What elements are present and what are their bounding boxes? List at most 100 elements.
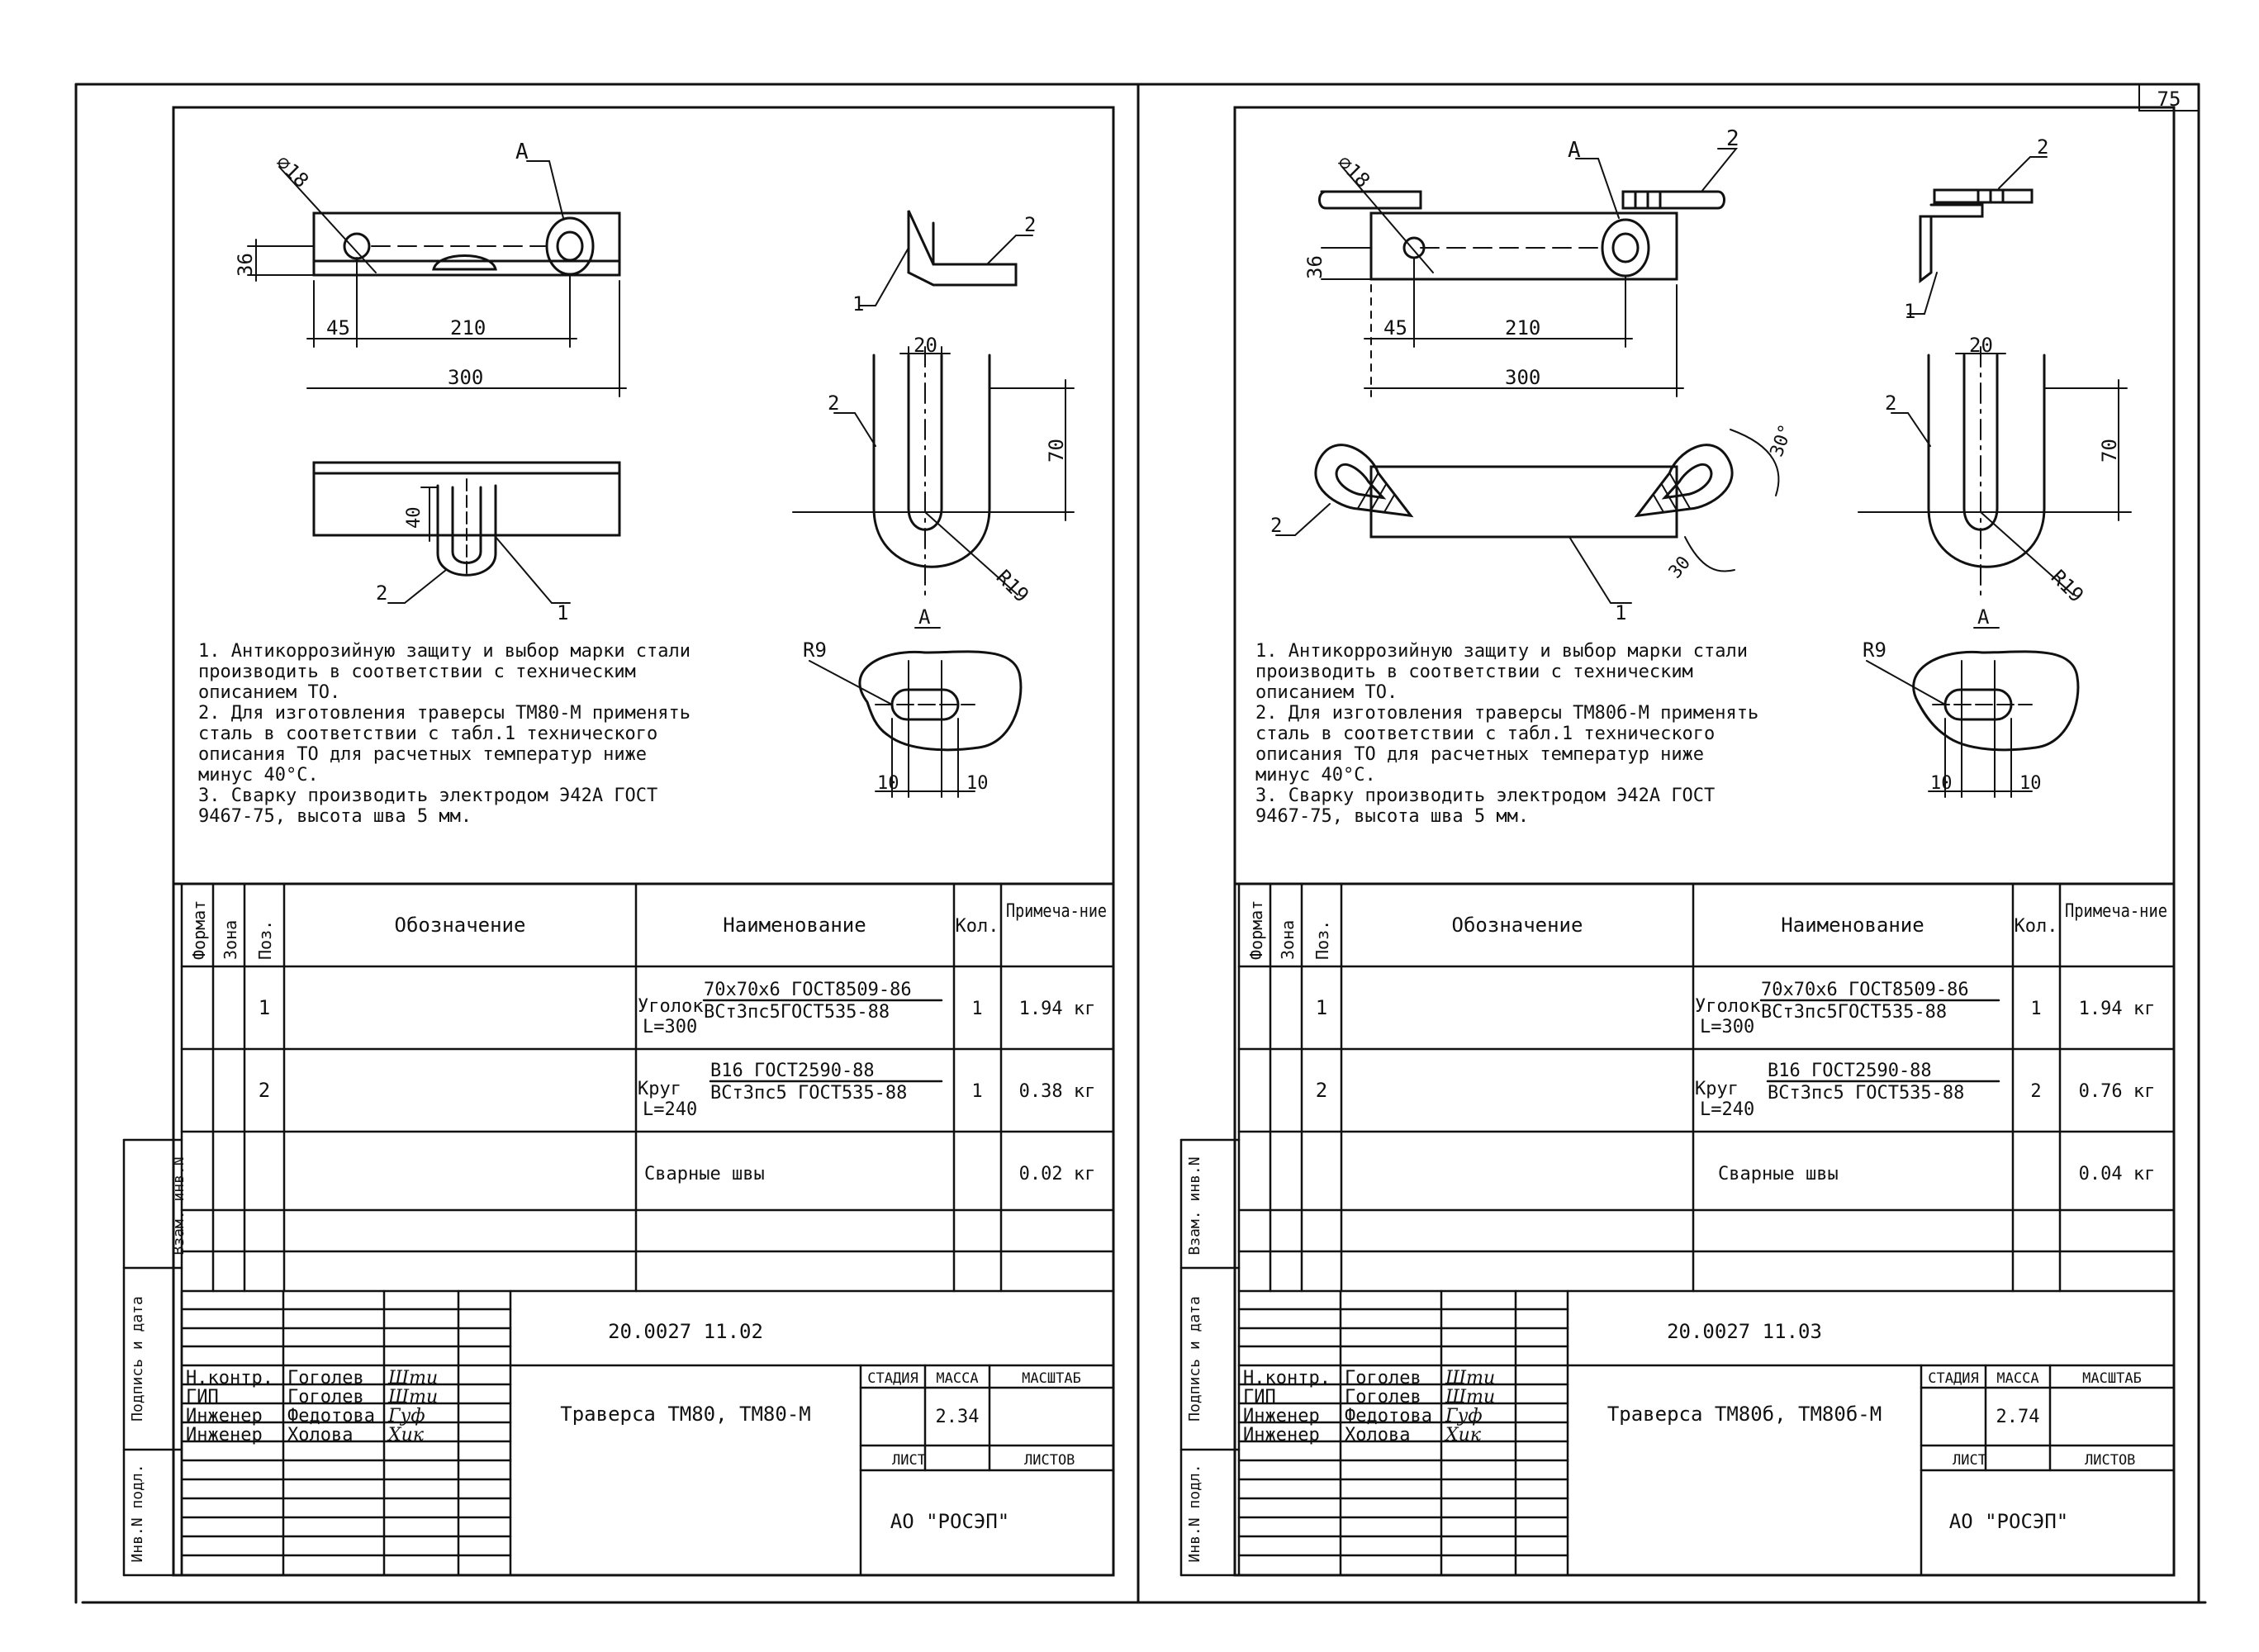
doc-number: 20.0027 11.02 — [608, 1320, 763, 1343]
row-length: L=240 — [643, 1099, 697, 1120]
col-header-pos: Поз. — [1312, 920, 1332, 960]
row-material-bottom: ВСт3пс5ГОСТ535-88 — [704, 1002, 890, 1023]
dim-210: 210 — [1505, 316, 1540, 339]
col-header-note: Примеча-ние — [2065, 901, 2167, 922]
note-line: 3. Сварку производить электродом Э42А ГО… — [1255, 786, 1715, 806]
notes: 1. Антикоррозийную защиту и выбор марки … — [1255, 641, 1758, 827]
row-pos: 1 — [1316, 996, 1327, 1019]
col-header-designation: Обозначение — [1452, 914, 1583, 937]
row-qty: 1 — [2030, 999, 2041, 1019]
page-number-box — [2138, 83, 2200, 112]
person-name: Гоголев — [287, 1387, 364, 1408]
doc-number: 20.0027 11.03 — [1667, 1320, 1822, 1343]
dim-70: 70 — [2098, 439, 2121, 463]
sheet-label: ЛИСТ — [892, 1452, 926, 1469]
side-view — [858, 210, 1033, 306]
row-prefix: Круг — [638, 1079, 681, 1099]
row-prefix: Уголок — [638, 996, 703, 1017]
row-welds: Сварные швы — [644, 1164, 765, 1184]
col-header-zone: Зона — [1278, 920, 1298, 960]
row-mass: 1.94 кг — [2079, 999, 2156, 1019]
drawing-title: Траверса ТМ80, ТМ80-М — [560, 1403, 810, 1426]
side-leader-2: 2 — [2037, 135, 2048, 159]
person-name: Гоголев — [1345, 1387, 1421, 1408]
sheet-label: ЛИСТ — [1953, 1452, 1986, 1469]
note-line: 2. Для изготовления траверсы ТМ80б-М при… — [1255, 703, 1758, 724]
side-label: Инв.N подл. — [129, 1464, 146, 1562]
row-pos: 2 — [1316, 1079, 1327, 1102]
role-label: Инженер — [1243, 1406, 1320, 1427]
col-header-designation: Обозначение — [395, 914, 526, 937]
dim-20: 20 — [1969, 334, 1993, 357]
spec-table — [180, 882, 1115, 1577]
spec-table — [1237, 882, 2176, 1577]
dim-300: 300 — [1505, 366, 1540, 389]
total-mass: 2.74 — [1996, 1407, 2040, 1427]
row-mass: 0.02 кг — [1019, 1164, 1096, 1184]
col-header-format: Формат — [189, 900, 209, 960]
note-line: описания ТО для расчетных температур ниж… — [1255, 744, 1704, 765]
col-header-qty: Кол. — [956, 916, 999, 937]
top-view — [1275, 429, 1780, 604]
note-line: описанием ТО. — [1255, 682, 1398, 703]
row-length: L=300 — [643, 1017, 697, 1037]
sheets-label: ЛИСТОВ — [2085, 1452, 2135, 1469]
dim-300: 300 — [448, 366, 483, 389]
notes: 1. Антикоррозийную защиту и выбор марки … — [198, 641, 691, 827]
person-name: Федотова — [1345, 1406, 1432, 1427]
side-label: Инв.N подл. — [1186, 1464, 1203, 1562]
note-line: сталь в соответствии с табл.1 техническо… — [198, 724, 657, 744]
row-material-bottom: ВСт3пс5 ГОСТ535-88 — [710, 1083, 907, 1104]
dim-36: 36 — [234, 253, 257, 277]
person-name: Гоголев — [1345, 1368, 1421, 1389]
organization: АО "РОСЭП" — [1949, 1510, 2069, 1533]
row-qty: 2 — [2030, 1081, 2041, 1102]
organization: АО "РОСЭП" — [890, 1510, 1010, 1533]
drawing-title: Траверса ТМ80б, ТМ80б-М — [1607, 1403, 1882, 1426]
note-line: 9467-75, высота шва 5 мм. — [1255, 806, 1529, 827]
row-length: L=240 — [1700, 1099, 1754, 1120]
col-header-format: Формат — [1246, 900, 1266, 960]
signature: Хик — [1444, 1425, 1482, 1446]
note-line: сталь в соответствии с табл.1 техническо… — [1255, 724, 1715, 744]
col-header-pos: Поз. — [255, 920, 275, 960]
dim-10-a: 10 — [1930, 773, 1953, 794]
u-bar-detail — [792, 346, 1075, 596]
role-label: Инженер — [1243, 1425, 1320, 1446]
row-qty: 1 — [971, 1081, 982, 1102]
view-a-marker: A — [515, 140, 529, 164]
col-header-note: Примеча-ние — [1006, 901, 1107, 922]
sheet-left: ⌀18 A 36 45 210 300 40 2 1 1 2 — [122, 106, 1115, 1577]
row-mass: 0.38 кг — [1019, 1081, 1096, 1102]
title-block — [122, 1138, 1115, 1577]
dim-r19: R19 — [992, 565, 1033, 606]
row-material-top: В16 ГОСТ2590-88 — [710, 1061, 875, 1081]
person-name: Гоголев — [287, 1368, 364, 1389]
row-material-bottom: ВСт3пс5 ГОСТ535-88 — [1768, 1083, 1964, 1104]
note-line: 2. Для изготовления траверсы ТМ80-М прим… — [198, 703, 691, 724]
dim-45: 45 — [1383, 316, 1407, 339]
col-header-zone: Зона — [221, 920, 240, 960]
mass-label: МАССА — [1996, 1370, 2038, 1387]
row-length: L=300 — [1700, 1017, 1754, 1037]
dim-10-a: 10 — [877, 773, 899, 794]
role-label: Н.контр. — [1243, 1368, 1331, 1389]
row-prefix: Уголок — [1695, 996, 1760, 1017]
sheet-right: ⌀18 A 2 36 45 210 300 — [1179, 106, 2176, 1577]
dim-angle-30: 30° — [1767, 422, 1797, 460]
note-line: минус 40°С. — [198, 765, 319, 786]
note-line: описанием ТО. — [198, 682, 340, 703]
leader-pos-1: 1 — [1615, 601, 1626, 624]
stage-label: СТАДИЯ — [867, 1370, 918, 1387]
row-welds: Сварные швы — [1718, 1164, 1839, 1184]
note-line: описания ТО для расчетных температур ниж… — [198, 744, 647, 765]
dim-70: 70 — [1045, 439, 1068, 463]
col-header-name: Наименование — [1781, 914, 1924, 937]
signature: Хик — [387, 1425, 425, 1446]
view-a-detail — [1866, 627, 2080, 798]
role-label: Н.контр. — [186, 1368, 273, 1389]
dim-diameter-18: ⌀18 — [1333, 150, 1374, 192]
dim-diameter-18: ⌀18 — [272, 150, 313, 192]
signature: Гуф — [1445, 1406, 1483, 1427]
